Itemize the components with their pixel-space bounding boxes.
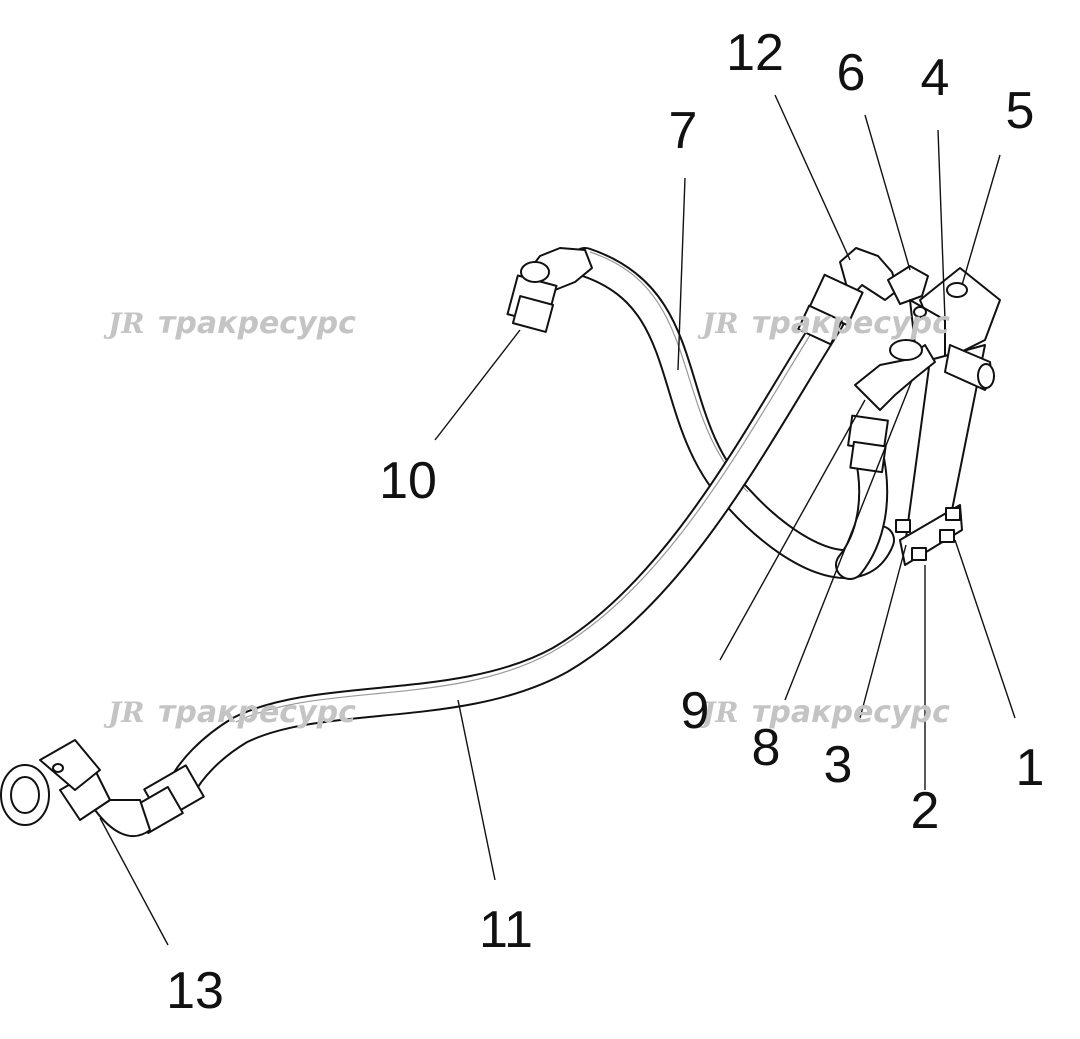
fitting-9 [847, 339, 936, 474]
callout-12: 12 [726, 24, 784, 82]
leader-13 [99, 817, 169, 946]
leader-lines [99, 94, 1016, 946]
watermark-logo: JR [697, 696, 739, 729]
watermark-bottom-right: JR тракресурс [697, 695, 950, 730]
watermark-text: тракресурс [158, 695, 356, 730]
leader-8 [784, 379, 913, 701]
callout-numbers: 1 2 3 4 5 6 7 8 9 10 11 12 13 [166, 24, 1044, 1020]
leader-1 [954, 539, 1016, 719]
callout-4: 4 [921, 49, 950, 107]
callout-11: 11 [479, 901, 533, 959]
fitting-12 [797, 247, 929, 346]
watermark-logo: JR [103, 307, 145, 340]
watermark-logo: JR [103, 696, 145, 729]
leader-10 [434, 329, 521, 441]
callout-10: 10 [379, 452, 437, 510]
fitting-13 [0, 739, 205, 837]
watermark-top-right: JR тракресурс [697, 306, 950, 341]
leader-9 [719, 399, 866, 661]
callout-5: 5 [1006, 82, 1035, 140]
callout-9: 9 [681, 682, 710, 740]
callout-7: 7 [669, 102, 698, 160]
leader-4 [937, 129, 946, 321]
callout-3: 3 [824, 736, 853, 794]
leader-5 [961, 154, 1001, 286]
callout-1: 1 [1016, 739, 1045, 797]
callout-8: 8 [752, 719, 781, 777]
leader-12 [774, 94, 851, 261]
callout-6: 6 [837, 44, 866, 102]
hose-11 [165, 305, 845, 805]
leader-11 [457, 699, 496, 881]
watermark-text: тракресурс [752, 695, 950, 730]
watermark-bottom-left: JR тракресурс [103, 695, 356, 730]
leader-6 [864, 114, 911, 271]
watermark-logo: JR [697, 307, 739, 340]
watermark-text: тракресурс [158, 306, 356, 341]
watermark-top-left: JR тракресурс [103, 306, 356, 341]
callout-2: 2 [911, 782, 940, 840]
fitting-10 [506, 247, 593, 333]
leader-3 [859, 544, 907, 719]
leader-7 [677, 177, 686, 371]
watermark-text: тракресурс [752, 306, 950, 341]
valve-block [895, 267, 1001, 566]
callout-13: 13 [166, 962, 224, 1020]
